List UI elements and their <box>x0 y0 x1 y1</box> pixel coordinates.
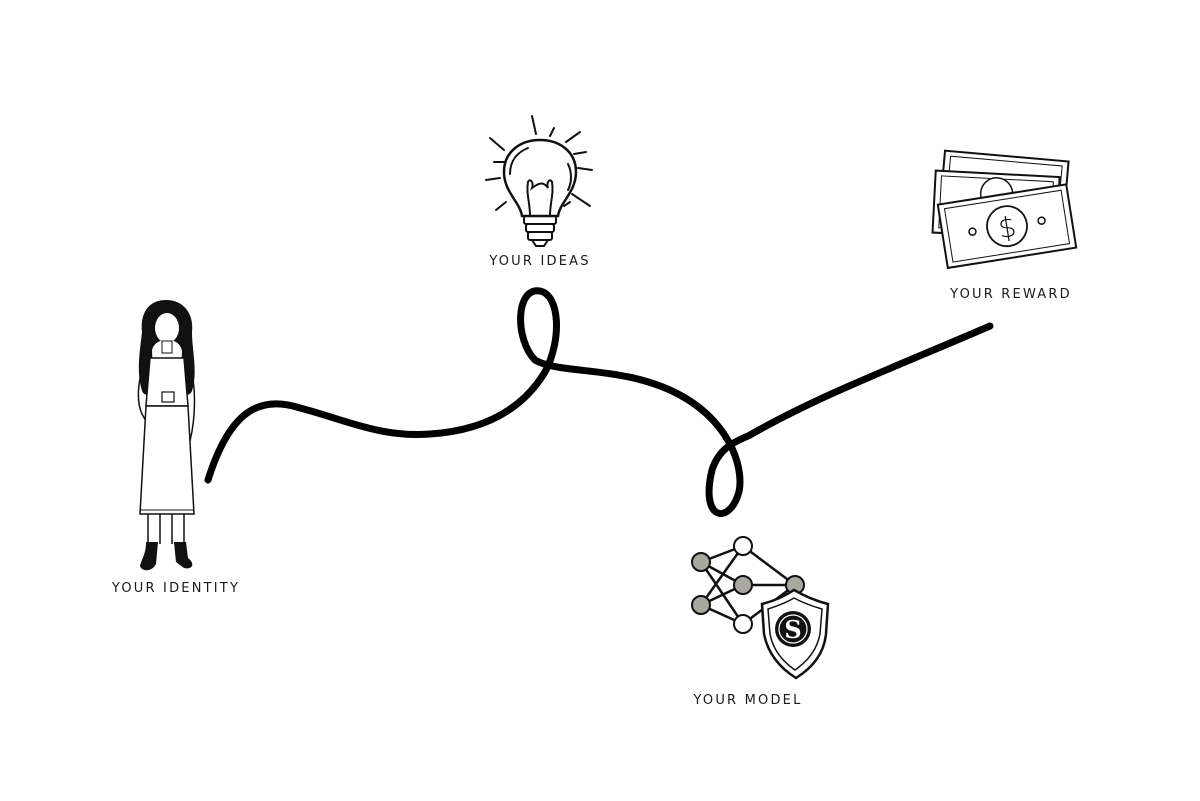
stage-label-model: YOUR MODEL <box>693 693 803 708</box>
lightbulb-icon <box>485 115 593 247</box>
neural-network-shield-icon: S <box>691 536 830 680</box>
dollar-bills-icon: $ <box>931 149 1078 270</box>
stage-label-identity: YOUR IDENTITY <box>111 581 241 596</box>
svg-text:S: S <box>784 615 801 644</box>
stage-label-reward: YOUR REWARD <box>950 287 1072 302</box>
woman-figure-icon <box>137 300 196 571</box>
stage-label-ideas: YOUR IDEAS <box>489 254 591 269</box>
svg-text:$: $ <box>996 210 1019 245</box>
